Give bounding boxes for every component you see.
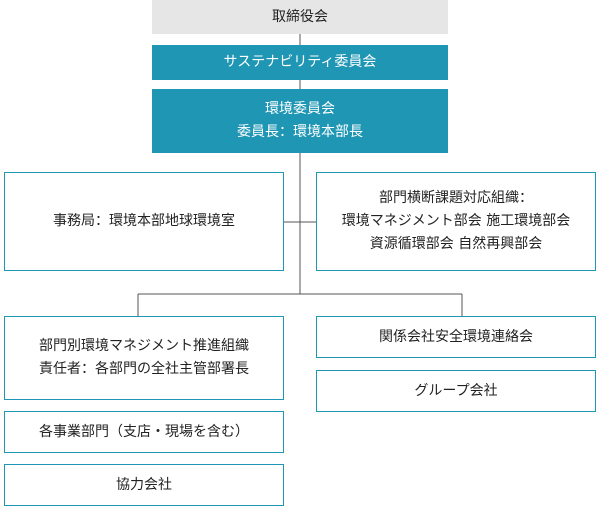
node-secretariat-label: 事務局：環境本部地球環境室 [53,213,235,229]
node-business-depts-label: 各事業部門（支店・現場を含む） [39,423,249,440]
node-cross-dept-line2: 環境マネジメント部会 施工環境部会 [341,213,571,229]
node-dept-org-line1: 部門別環境マネジメント推進組織 [39,338,249,354]
node-env-committee-line1: 環境委員会 [265,101,335,117]
node-env-committee-line2: 委員長：環境本部長 [237,124,363,140]
node-group-companies: グループ会社 [316,370,596,412]
node-partners-label: 協力会社 [116,476,172,493]
node-secretariat: 事務局：環境本部地球環境室 [4,172,284,271]
node-department-org: 部門別環境マネジメント推進組織 責任者：各部門の全社主管部署長 [4,316,284,400]
node-dept-org-line2: 責任者：各部門の全社主管部署長 [39,361,249,377]
node-board-label: 取締役会 [272,8,328,25]
node-business-departments: 各事業部門（支店・現場を含む） [4,411,284,453]
node-affiliates-label: 関係会社安全環境連絡会 [379,328,533,345]
node-cross-dept-line3: 資源循環部会 自然再興部会 [369,236,543,252]
node-sustainability-label: サステナビリティ委員会 [223,54,377,70]
node-affiliates-liaison: 関係会社安全環境連絡会 [316,316,596,358]
node-cross-department-org: 部門横断課題対応組織： 環境マネジメント部会 施工環境部会 資源循環部会 自然再… [316,172,596,271]
node-cross-dept-line1: 部門横断課題対応組織： [379,190,533,206]
node-group-label: グループ会社 [414,382,498,399]
node-board: 取締役会 [152,0,448,34]
node-environment-committee: 環境委員会 委員長：環境本部長 [152,89,448,153]
node-partner-companies: 協力会社 [4,464,284,506]
node-sustainability-committee: サステナビリティ委員会 [152,45,448,80]
